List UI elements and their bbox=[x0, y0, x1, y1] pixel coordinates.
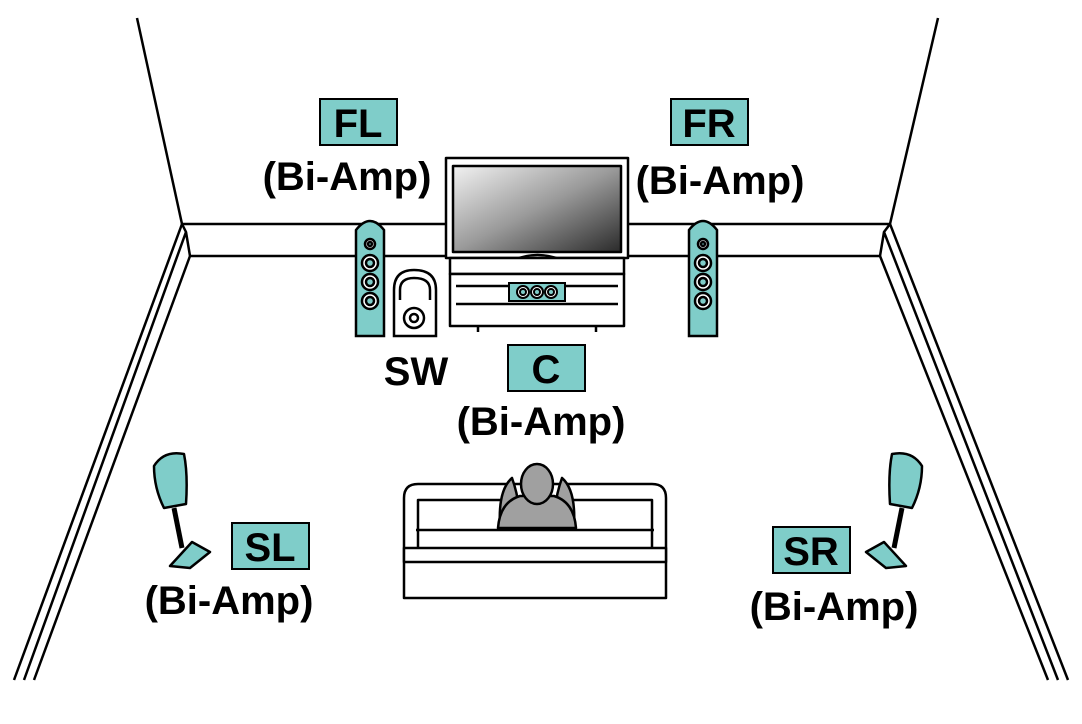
code-badge bbox=[319, 98, 398, 146]
speaker-mode: (Bi-Amp) bbox=[636, 159, 805, 203]
label-surround-right: SR (Bi-Amp) bbox=[750, 526, 919, 629]
code-badge bbox=[772, 526, 851, 574]
tower-speaker-icon bbox=[687, 219, 719, 338]
tv-icon bbox=[444, 156, 630, 264]
code-badge bbox=[231, 522, 310, 570]
label-surround-left: SL (Bi-Amp) bbox=[145, 522, 314, 623]
speaker-mode: (Bi-Amp) bbox=[145, 579, 314, 623]
tower-speaker-icon bbox=[354, 219, 386, 338]
speaker-mode: (Bi-Amp) bbox=[457, 400, 626, 444]
label-front-left: FL (Bi-Amp) bbox=[263, 98, 432, 199]
speaker-code: SW bbox=[384, 350, 449, 394]
label-subwoofer: SW bbox=[384, 350, 449, 394]
center-speaker-icon bbox=[508, 282, 566, 302]
speaker-code: FL bbox=[334, 102, 383, 146]
speaker-code: C bbox=[532, 348, 561, 392]
surround-speaker-icon bbox=[864, 452, 924, 570]
speaker-mode: (Bi-Amp) bbox=[263, 155, 432, 199]
label-front-right: FR (Bi-Amp) bbox=[636, 98, 805, 203]
speaker-mode: (Bi-Amp) bbox=[750, 585, 919, 629]
label-center: C (Bi-Amp) bbox=[457, 344, 626, 444]
listener-icon bbox=[496, 462, 578, 530]
speaker-code: SL bbox=[244, 526, 295, 570]
speaker-code: FR bbox=[682, 102, 735, 146]
speaker-code: SR bbox=[783, 530, 839, 574]
surround-speaker-icon bbox=[152, 452, 212, 570]
code-badge bbox=[507, 344, 586, 392]
subwoofer-icon bbox=[392, 268, 438, 338]
code-badge bbox=[670, 98, 749, 146]
sofa-icon bbox=[402, 482, 668, 600]
